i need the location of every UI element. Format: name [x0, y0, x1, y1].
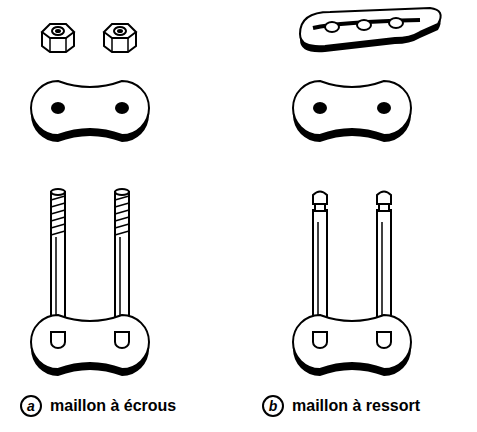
item-letter: b	[269, 399, 278, 413]
item-letter: a	[27, 399, 35, 413]
caption-text: maillon à ressort	[292, 396, 420, 415]
letter-circle: b	[262, 395, 284, 417]
letter-circle: a	[20, 395, 42, 417]
caption-text: maillon à écrous	[50, 396, 176, 415]
